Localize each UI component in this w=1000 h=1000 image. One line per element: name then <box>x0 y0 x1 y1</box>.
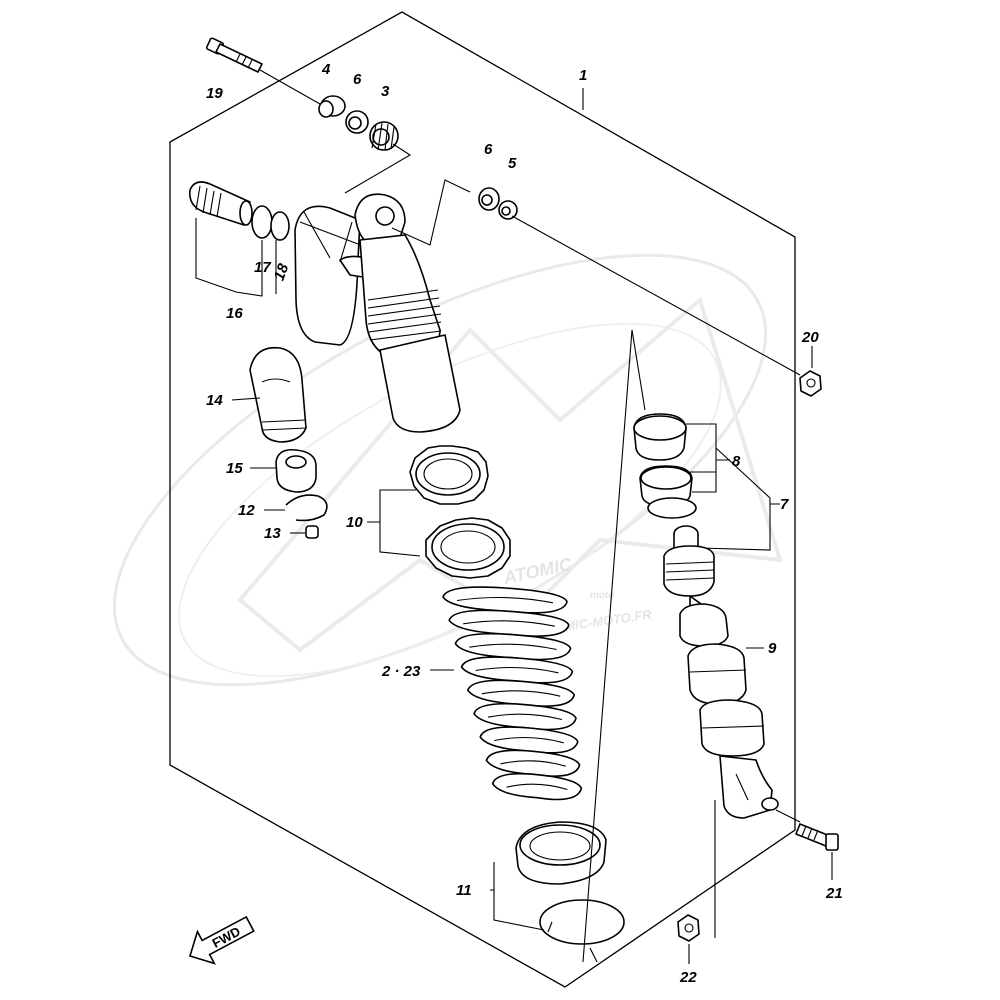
fwd-label: FWD <box>210 924 243 951</box>
callout-1: 1 <box>579 67 587 84</box>
part-10-lock-nut-lower <box>425 517 511 579</box>
callout-9: 9 <box>768 640 777 657</box>
part-13-valve <box>305 525 319 539</box>
callout-15: 15 <box>226 460 243 477</box>
watermark-sub: moto <box>590 590 614 601</box>
leader-8-bracket <box>686 423 730 493</box>
part-8-piston-rings <box>633 413 697 519</box>
callout-11: 11 <box>456 882 472 899</box>
spring-coil <box>442 586 568 614</box>
part-5-collar-right <box>498 200 518 220</box>
part-12-circlip <box>285 494 328 522</box>
leader-3-group <box>344 143 412 194</box>
callout-21: 21 <box>825 885 843 902</box>
part-11-spring-seat <box>515 821 607 885</box>
part-11-retainer-ring <box>539 899 625 945</box>
spring-coil-inner <box>494 736 564 744</box>
callout-5: 5 <box>508 155 517 172</box>
callout-3: 3 <box>381 83 390 100</box>
leader-11-bracket <box>490 862 545 931</box>
part-16-reservoir-cap <box>188 181 253 226</box>
part-4-collar <box>318 95 346 118</box>
callout-12: 12 <box>238 502 255 519</box>
part-14-bladder <box>249 346 307 443</box>
part-22-nut <box>677 914 700 942</box>
spring-coil <box>467 679 575 707</box>
part-1-shock-body <box>354 193 461 433</box>
spring-coil <box>454 632 572 661</box>
leader-bracket-upper <box>391 179 471 246</box>
assembly-line-b <box>631 329 646 411</box>
leader-7-bracket <box>699 447 780 551</box>
part-17-o-ring <box>251 205 273 239</box>
part-10-lock-nut-upper <box>409 445 489 505</box>
leader-5-to-20 <box>511 215 801 376</box>
leader-21-line <box>775 809 801 823</box>
callout-7: 7 <box>780 496 789 513</box>
callout-6-upper: 6 <box>353 71 362 88</box>
leader-14 <box>231 397 261 401</box>
leader-10-bracket <box>367 489 421 557</box>
spring-coil-inner <box>481 690 561 697</box>
callout-18: 18 <box>271 261 293 283</box>
callout-10: 10 <box>346 514 363 531</box>
callout-17: 17 <box>254 259 271 276</box>
spring-coil-inner <box>469 643 557 651</box>
callout-20: 20 <box>801 329 819 346</box>
spring-coil-inner <box>487 713 563 721</box>
assembly-line-a <box>582 329 633 963</box>
part-6-oil-seal-upper <box>345 110 369 134</box>
part-18-o-ring <box>270 211 290 241</box>
spring-coil <box>491 772 583 801</box>
callout-16: 16 <box>226 305 243 322</box>
spring-coil-inner <box>475 666 559 674</box>
part-15-bladder-cap <box>275 448 317 493</box>
spring-coil-inner <box>500 760 566 767</box>
assembly-frame <box>169 11 796 988</box>
spring-coil <box>448 609 570 637</box>
callout-22: 22 <box>679 969 697 986</box>
spring-coil <box>460 656 574 684</box>
part-9-damper-body <box>679 603 779 819</box>
callout-8: 8 <box>732 453 741 470</box>
spring-coil <box>479 726 579 754</box>
callout-14: 14 <box>206 392 223 409</box>
leader-16-bracket <box>195 218 277 297</box>
spring-coil <box>473 702 577 731</box>
assembly-line-c <box>589 947 598 963</box>
part-6-seal-right <box>478 187 500 211</box>
spring-coil-inner <box>456 596 554 604</box>
spring-coil-inner <box>463 620 555 627</box>
part-19-bolt <box>205 37 263 73</box>
callout-4: 4 <box>321 61 331 78</box>
callout-19: 19 <box>206 85 223 102</box>
part-2-23-spring <box>442 586 583 801</box>
watermark-brand: ATOMIC <box>501 554 575 588</box>
callout-2-23: 2 · 23 <box>381 663 421 680</box>
part-21-bolt <box>795 823 839 851</box>
callout-13: 13 <box>264 525 281 542</box>
spring-coil-inner <box>506 783 568 791</box>
part-3-bearing <box>369 121 399 151</box>
spring-coil <box>485 749 581 777</box>
fwd-arrow-icon: FWD <box>188 915 255 965</box>
leader-19 <box>259 69 321 105</box>
callout-6-right: 6 <box>484 141 493 158</box>
part-20-nut <box>799 370 822 397</box>
